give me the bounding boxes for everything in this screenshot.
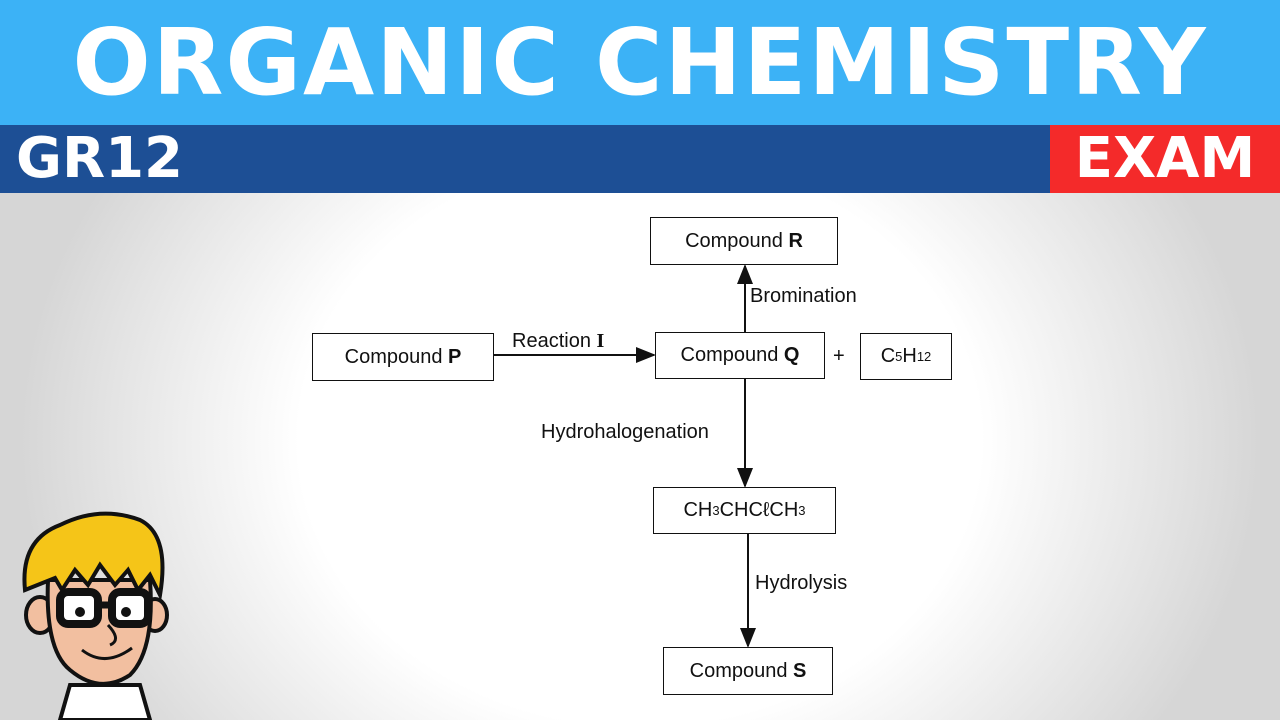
formula-part: H [902, 345, 917, 367]
node-label: Compound [685, 229, 783, 252]
title-banner: ORGANIC CHEMISTRY [0, 0, 1280, 125]
compound-q-box: Compound Q [655, 332, 825, 379]
exam-badge: EXAM [1050, 125, 1280, 193]
formula-sub: 3 [798, 503, 806, 518]
formula-part: CH [683, 499, 713, 521]
compound-r-box: Compound R [650, 217, 838, 265]
reaction-i-label: Reaction I [512, 330, 604, 353]
bromination-label: Bromination [750, 285, 857, 307]
edge-numeral: I [596, 330, 605, 352]
compound-s-box: Compound S [663, 647, 833, 695]
grade-label: GR12 [16, 126, 184, 191]
compound-p-box: Compound P [312, 333, 494, 381]
node-letter: P [448, 345, 462, 368]
formula-sub: 5 [895, 349, 903, 364]
hydrohalogenation-label: Hydrohalogenation [541, 421, 709, 443]
plus-sign: + [833, 345, 845, 367]
formula-sub: 12 [916, 349, 932, 364]
formula-part: C [880, 345, 896, 367]
node-label: Compound [680, 344, 779, 366]
hydrolysis-label: Hydrolysis [755, 572, 848, 594]
formula-part: CHCℓCH [719, 499, 799, 521]
node-label: Compound [344, 345, 443, 368]
edge-label: Reaction [512, 330, 591, 352]
node-letter: S [793, 659, 807, 682]
node-letter: Q [783, 344, 800, 366]
mascot-boy-icon [22, 511, 169, 720]
formula-sub: 3 [712, 503, 720, 518]
node-label: Compound [689, 659, 788, 682]
node-letter: R [788, 229, 803, 252]
